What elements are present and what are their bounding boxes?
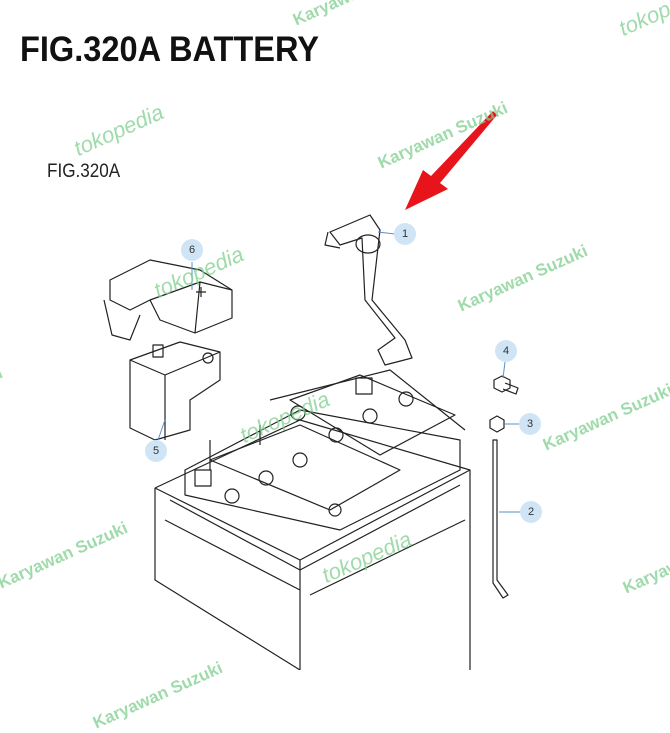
battery (154, 369, 471, 670)
hold-down-bracket (324, 214, 413, 366)
figure-label: FIG.320A (47, 161, 121, 182)
callout-4[interactable]: 4 (495, 340, 517, 362)
bolt (493, 375, 519, 395)
callout-6[interactable]: 6 (181, 239, 203, 261)
parts-diagram (103, 111, 520, 670)
hook-rod (492, 439, 509, 599)
terminal-cover (103, 259, 233, 341)
leader-lines (157, 231, 520, 513)
vent-caps (224, 391, 414, 517)
nut (489, 415, 505, 433)
callout-2[interactable]: 2 (520, 501, 542, 523)
fuse-block (129, 341, 221, 441)
callout-5[interactable]: 5 (145, 440, 167, 462)
callout-3[interactable]: 3 (519, 413, 541, 435)
page-title: FIG.320A BATTERY (20, 30, 320, 69)
red-arrow (405, 111, 497, 210)
callout-1[interactable]: 1 (394, 223, 416, 245)
